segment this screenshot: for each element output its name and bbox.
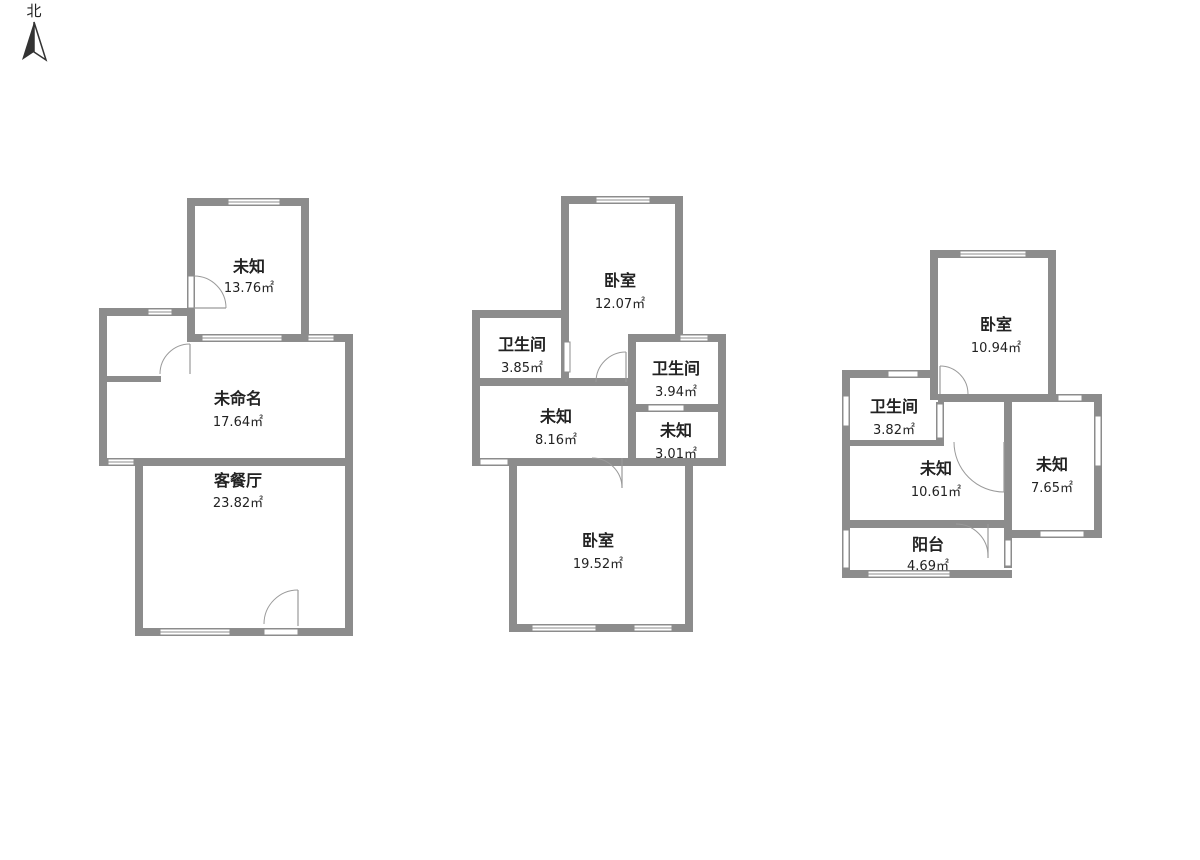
room-1-area: 13.76㎡ [224, 281, 274, 296]
room-6-area: 3.94㎡ [655, 385, 697, 400]
room-12-name: 未知 [919, 459, 952, 478]
room-3-area: 23.82㎡ [213, 496, 263, 511]
room-13-area: 7.65㎡ [1031, 481, 1073, 496]
room-14-name: 阳台 [912, 535, 944, 554]
room-9-area: 19.52㎡ [573, 557, 623, 572]
room-5-name: 卫生间 [498, 335, 546, 354]
room-11-area: 3.82㎡ [873, 423, 915, 438]
room-7-area: 8.16㎡ [535, 433, 577, 448]
room-2-name: 未命名 [213, 389, 262, 408]
north-compass: 北 [22, 2, 48, 62]
room-8-area: 3.01㎡ [655, 447, 697, 462]
compass-label: 北 [26, 2, 41, 20]
room-10-area: 10.94㎡ [971, 341, 1021, 356]
room-2-area: 17.64㎡ [213, 415, 263, 430]
room-8-name: 未知 [659, 421, 692, 440]
room-11-name: 卫生间 [870, 397, 918, 416]
room-14-area: 4.69㎡ [907, 559, 949, 574]
room-1-name: 未知 [232, 257, 265, 276]
room-12-area: 10.61㎡ [911, 485, 961, 500]
floor-2: 卧室 12.07㎡ 卫生间 3.85㎡ 卫生间 3.94㎡ 未知 8.16㎡ 未… [472, 196, 726, 632]
compass-needle-left [22, 22, 34, 60]
room-6-name: 卫生间 [652, 359, 700, 378]
room-3-name: 客餐厅 [214, 471, 262, 490]
room-10-name: 卧室 [980, 315, 1012, 334]
floor-3: 卧室 10.94㎡ 卫生间 3.82㎡ 未知 10.61㎡ 未知 7.65㎡ 阳… [842, 250, 1102, 578]
room-4-area: 12.07㎡ [595, 297, 645, 312]
floor-1: 未知 13.76㎡ 未命名 17.64㎡ 客餐厅 23.82㎡ [99, 198, 353, 636]
room-7-name: 未知 [539, 407, 572, 426]
room-9-name: 卧室 [582, 531, 614, 550]
room-5-area: 3.85㎡ [501, 361, 543, 376]
room-4-name: 卧室 [604, 271, 636, 290]
room-13-name: 未知 [1035, 455, 1068, 474]
compass-needle-right [33, 21, 48, 62]
